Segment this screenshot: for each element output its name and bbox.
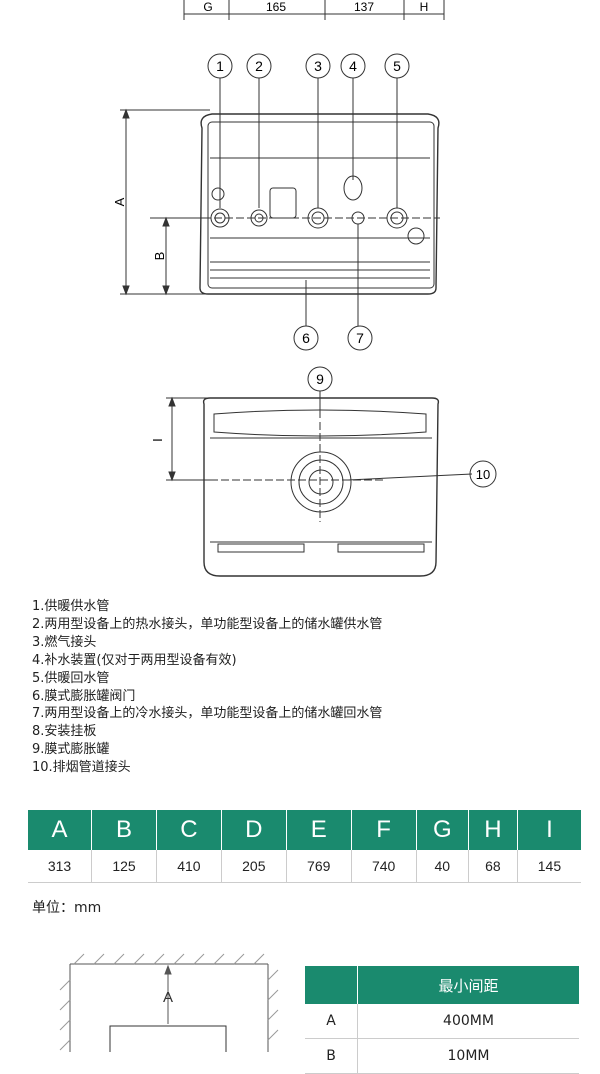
table-cell: 125 [91, 850, 157, 883]
table-cell: 410 [156, 850, 222, 883]
callout-7-circle [347, 325, 373, 351]
table-header-cell: A [28, 810, 93, 850]
callout-6-label: 6 [302, 330, 310, 346]
table-cell: 740 [351, 850, 417, 883]
clearance-value: 400MM [357, 1004, 579, 1039]
unit-label: 单位：mm [32, 900, 102, 916]
callout-7-label: 7 [356, 330, 364, 346]
table-header-cell: H [468, 810, 518, 850]
table-header-row: A B C D E F G H I [28, 810, 581, 850]
callout-10-circle [469, 460, 497, 488]
legend-item: 6.膜式膨胀罐阀门 [32, 688, 136, 704]
callout-9-label: 9 [316, 371, 324, 387]
table-cell: 769 [286, 850, 352, 883]
callout-6-circle [293, 325, 319, 351]
legend-item: 1.供暖供水管 [32, 599, 110, 614]
table-header-cell: E [286, 810, 352, 850]
clearance-key: B [305, 1038, 358, 1074]
table-row: 313 125 410 205 769 740 40 68 145 [28, 850, 581, 883]
boiler-top-view-diagram: 9 10 I [150, 366, 497, 577]
clearance-header-title: 最小间距 [357, 966, 579, 1004]
table-header-cell: I [517, 810, 581, 850]
clearance-a-letter: A [163, 989, 173, 1006]
boiler-connections-diagram: 1 2 3 4 5 6 7 A B [112, 53, 440, 351]
legend-item: 4.补水装置(仅对于两用型设备有效) [32, 652, 237, 668]
table-row: B 10MM [305, 1038, 579, 1074]
legend-item: 10.排烟管道接头 [32, 760, 131, 776]
callout-5-label: 5 [393, 58, 401, 74]
dim-h-label: H [420, 0, 429, 14]
table-header-cell: F [351, 810, 417, 850]
table-header-cell: G [416, 810, 470, 850]
callout-1-label: 1 [216, 58, 224, 74]
dim-a-letter: A [112, 197, 127, 206]
callout-2-label: 2 [255, 58, 263, 74]
legend-item: 8.安装挂板 [32, 724, 97, 740]
dim-165-label: 165 [266, 0, 286, 14]
top-dimension-strip: G 165 137 H [183, 0, 445, 20]
table-cell: 68 [468, 850, 518, 883]
table-header-cell: C [156, 810, 222, 850]
clearance-diagram: A [59, 953, 279, 1052]
clearance-value: 10MM [357, 1038, 579, 1074]
clearance-header-row: 最小间距 [305, 966, 579, 1004]
callout-10-label: 10 [476, 467, 490, 482]
dim-137-label: 137 [354, 0, 374, 14]
table-header-cell: D [221, 810, 287, 850]
component-legend: 1.供暖供水管 2.两用型设备上的热水接头，单功能型设备上的储水罐供水管 3.燃… [32, 598, 382, 777]
callout-4-label: 4 [349, 58, 357, 74]
dim-b-letter: B [152, 252, 167, 261]
table-header-cell: B [91, 810, 157, 850]
dim-g-label: G [203, 0, 212, 14]
legend-item: 7.两用型设备上的冷水接头，单功能型设备上的储水罐回水管 [32, 706, 383, 722]
table-cell: 205 [221, 850, 287, 883]
dimensions-table: A B C D E F G H I 313 125 410 205 769 74… [28, 810, 581, 883]
dim-i-letter: I [150, 438, 165, 442]
clearance-key: A [305, 1004, 358, 1039]
table-cell: 145 [517, 850, 581, 883]
table-row: A 400MM [305, 1004, 579, 1039]
clearance-table: 最小间距 A 400MM B 10MM [305, 966, 579, 1074]
legend-item: 3.燃气接头 [32, 634, 97, 650]
legend-item: 5.供暖回水管 [32, 670, 110, 686]
callout-3-label: 3 [314, 58, 322, 74]
table-cell: 313 [28, 850, 93, 883]
legend-item: 9.膜式膨胀罐 [32, 742, 110, 758]
table-cell: 40 [416, 850, 470, 883]
clearance-header-blank [305, 966, 358, 1004]
legend-item: 2.两用型设备上的热水接头，单功能型设备上的储水罐供水管 [32, 616, 383, 632]
